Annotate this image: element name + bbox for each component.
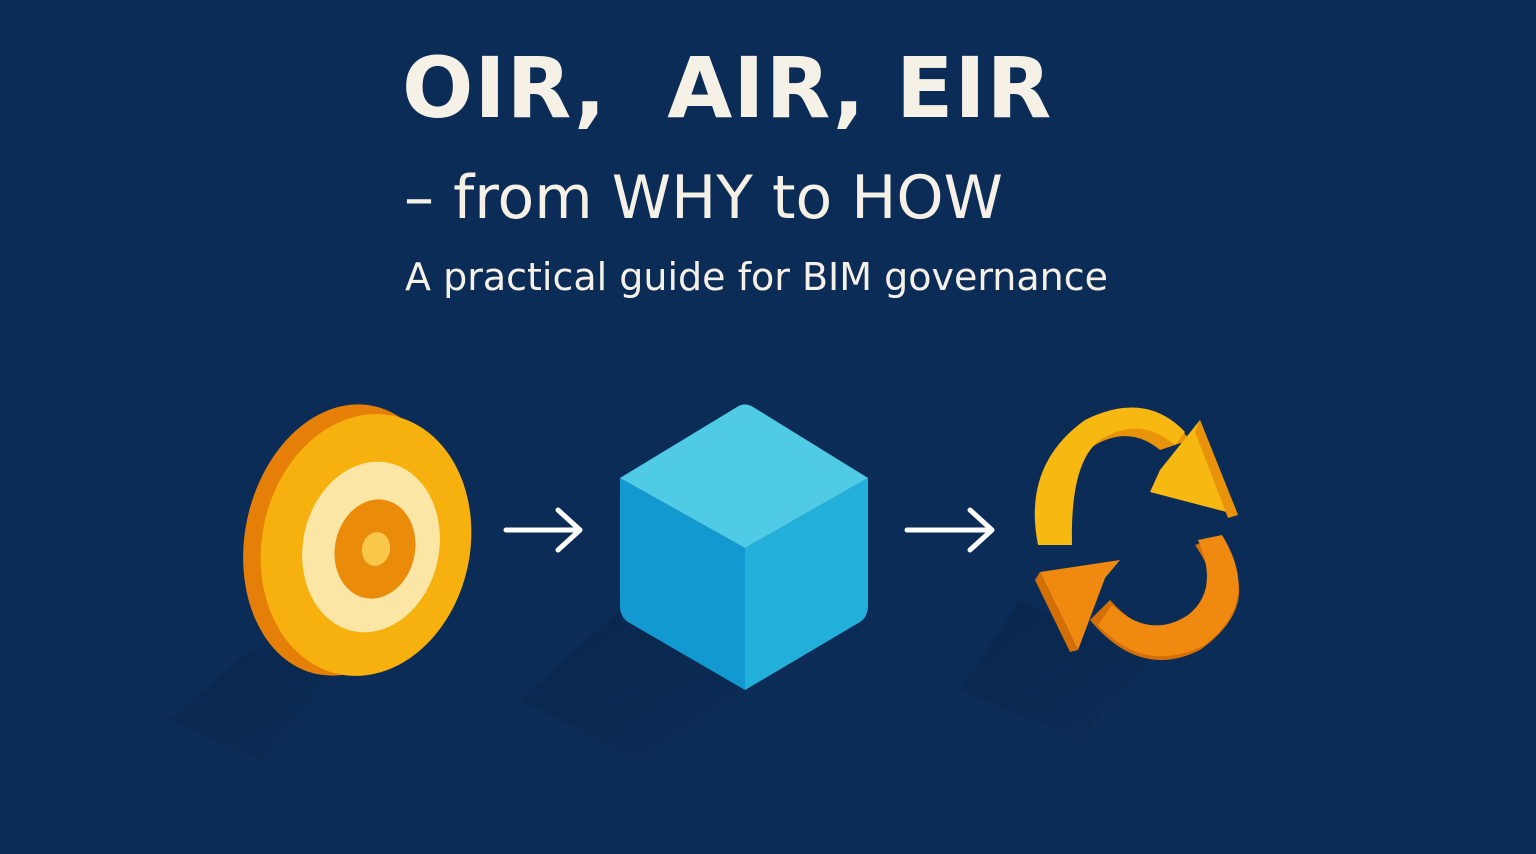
target-icon [170,404,472,760]
cube-icon [520,404,868,760]
cycle-arrows-icon [960,407,1240,740]
page-subtitle: – from WHY to HOW [404,163,1003,233]
tagline: A practical guide for BIM governance [405,255,1108,299]
arrow-right-icon [904,507,995,553]
arrow-right-icon [503,507,583,553]
page-title: OIR, AIR, EIR [402,39,1053,137]
